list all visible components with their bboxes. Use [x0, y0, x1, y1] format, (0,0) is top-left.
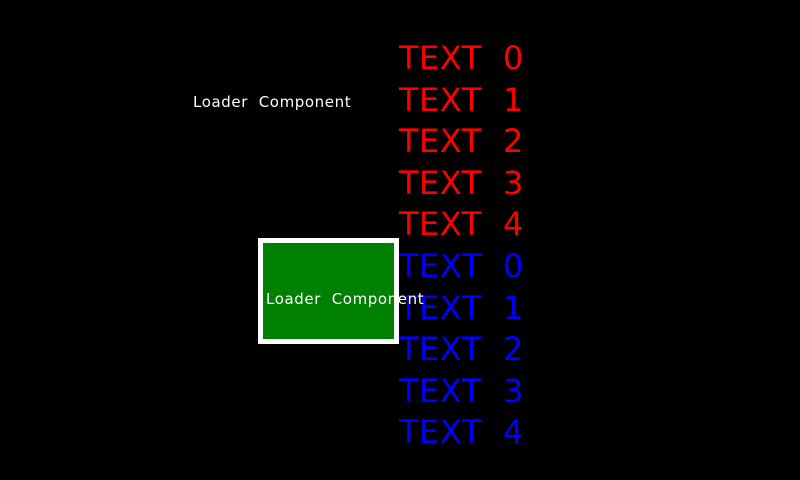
text-row-list: TEXT 0 TEXT 1 TEXT 2 TEXT 3 TEXT 4 TEXT … [399, 38, 729, 454]
loader-component-label: Loader Component [193, 93, 352, 111]
text-row: TEXT 1 [399, 80, 524, 119]
text-row: TEXT 0 [399, 246, 524, 285]
text-row: TEXT 2 [399, 330, 524, 369]
text-row: TEXT 0 [399, 39, 524, 77]
loader-box-label: Loader Component [266, 290, 425, 308]
text-row: TEXT 2 [399, 122, 524, 161]
loader-component-box: Loader Component [258, 238, 424, 344]
text-row: TEXT 1 [399, 288, 524, 327]
text-row: TEXT 4 [399, 413, 524, 452]
text-row: TEXT 3 [399, 163, 524, 202]
text-row: TEXT 4 [399, 205, 524, 244]
text-row: TEXT 3 [399, 371, 524, 410]
